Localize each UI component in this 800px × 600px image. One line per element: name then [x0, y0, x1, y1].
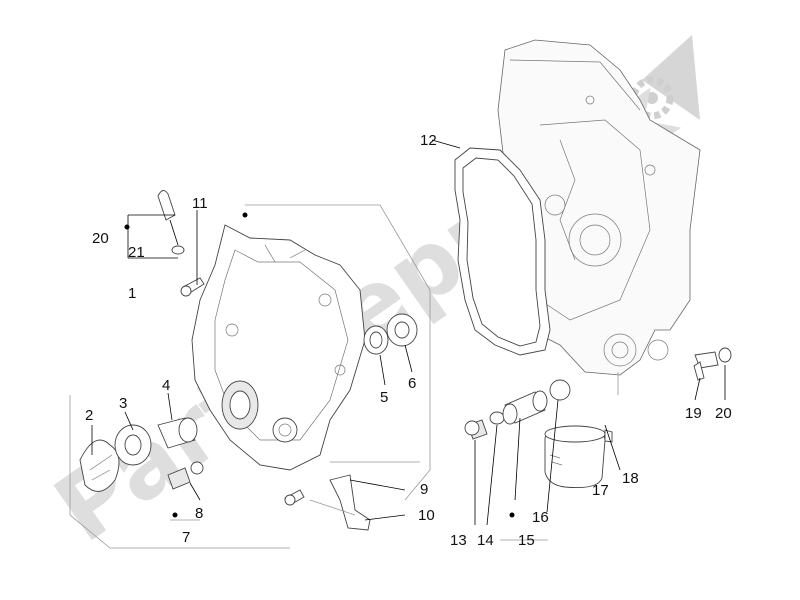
- cover-screw: [180, 277, 205, 297]
- label-20-right: 20: [715, 405, 732, 422]
- label-14: 14: [477, 532, 494, 549]
- label-1: 1: [128, 285, 136, 302]
- label-21: 21: [128, 244, 145, 261]
- bearing-inner: [394, 321, 410, 339]
- kit-dot: [509, 512, 515, 518]
- washer: [718, 347, 732, 363]
- crankcase-half: [497, 39, 701, 376]
- sensor: [693, 351, 719, 381]
- label-3: 3: [119, 395, 127, 412]
- label-15: 15: [518, 532, 535, 549]
- oil-filter: [544, 425, 613, 489]
- label-8: 8: [195, 505, 203, 522]
- oil-strainer: [502, 390, 548, 425]
- pump-pulley: [114, 424, 152, 466]
- label-19: 19: [685, 405, 702, 422]
- watermark-gear-icon: [630, 35, 700, 120]
- label-11: 11: [192, 195, 208, 212]
- label-20-left: 20: [92, 230, 109, 247]
- label-18: 18: [622, 470, 639, 487]
- pump-shaft: [157, 417, 198, 449]
- oil-seal-inner: [369, 331, 383, 349]
- label-17: 17: [592, 482, 609, 499]
- plug-oring: [167, 461, 204, 490]
- impeller: [79, 439, 120, 492]
- drain-plug: [464, 419, 488, 440]
- dipstick: [157, 190, 185, 255]
- label-7: 7: [182, 529, 190, 546]
- label-9: 9: [420, 481, 428, 498]
- label-16: 16: [532, 509, 549, 526]
- label-6: 6: [408, 375, 416, 392]
- bracket-plate: [329, 474, 371, 531]
- leader-lines: [91, 139, 726, 526]
- bracket-screw: [284, 489, 305, 506]
- label-4: 4: [162, 377, 170, 394]
- gasket: [454, 147, 551, 356]
- group-brackets: [69, 204, 619, 549]
- label-13: 13: [450, 532, 467, 549]
- kit-dot: [172, 512, 178, 518]
- flywheel-cover: [191, 224, 366, 471]
- kit-dot: [124, 224, 130, 230]
- o-ring-large: [549, 379, 571, 401]
- o-ring: [489, 411, 505, 425]
- label-10: 10: [418, 507, 435, 524]
- label-2: 2: [85, 407, 93, 424]
- label-5: 5: [380, 389, 388, 406]
- label-12: 12: [420, 132, 437, 149]
- kit-dot: [242, 212, 248, 218]
